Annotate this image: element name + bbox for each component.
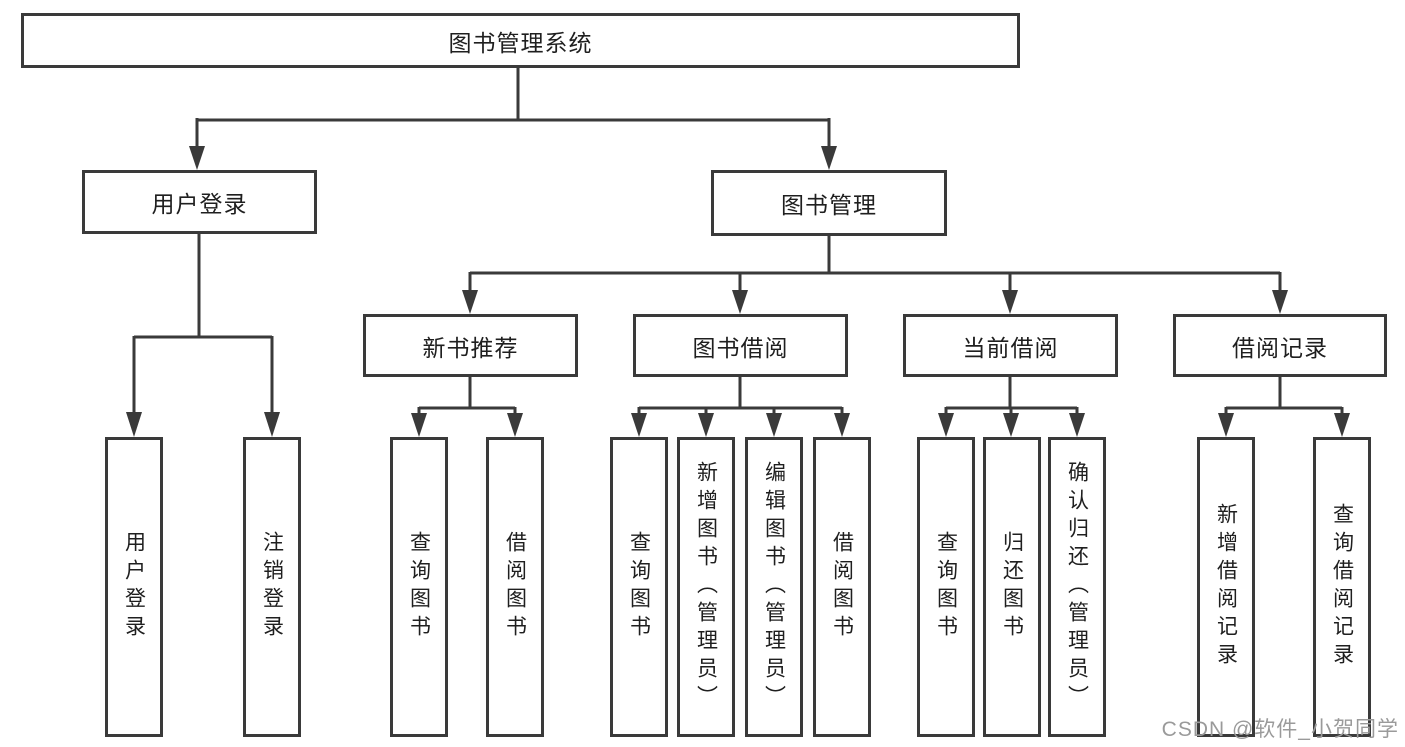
leaf-edit-books-admin: 编辑图书（管理员） — [745, 437, 803, 737]
arrowhead — [1002, 290, 1018, 314]
leaf-query-books: 查询图书 — [390, 437, 448, 737]
arrowhead — [507, 413, 523, 437]
leaf-query-books: 查询图书 — [610, 437, 668, 737]
arrowhead — [189, 146, 205, 170]
arrowhead — [126, 412, 142, 437]
arrowhead — [821, 146, 837, 170]
arrowhead — [1334, 413, 1350, 437]
leaf-query-borrow-record: 查询借阅记录 — [1313, 437, 1371, 737]
connector-borrowing-records-group — [1224, 377, 1344, 417]
node-borrowing-records: 借阅记录 — [1173, 314, 1387, 377]
arrowhead — [1069, 413, 1085, 437]
node-current-borrowing: 当前借阅 — [903, 314, 1118, 377]
arrowhead — [462, 290, 478, 314]
node-book-borrowing: 图书借阅 — [633, 314, 848, 377]
leaf-confirm-return-admin: 确认归还（管理员） — [1048, 437, 1106, 737]
arrowhead — [698, 413, 714, 437]
leaf-add-borrow-record: 新增借阅记录 — [1197, 437, 1255, 737]
connector-book-borrowing-group — [637, 377, 844, 417]
leaf-query-books: 查询图书 — [917, 437, 975, 737]
node-new-book-recommendation: 新书推荐 — [363, 314, 578, 377]
leaf-return-books: 归还图书 — [983, 437, 1041, 737]
node-user-login: 用户登录 — [82, 170, 317, 234]
leaf-user-login: 用户登录 — [105, 437, 163, 737]
arrowhead — [1218, 413, 1234, 437]
leaf-borrow-books: 借阅图书 — [486, 437, 544, 737]
arrowhead — [1003, 413, 1019, 437]
connector-new-book-group — [417, 377, 517, 417]
arrowhead — [938, 413, 954, 437]
node-root-system: 图书管理系统 — [21, 13, 1020, 68]
csdn-watermark: CSDN @软件_小贺同学 — [1161, 718, 1399, 741]
arrowhead — [834, 413, 850, 437]
arrowhead — [1272, 290, 1288, 314]
leaf-add-books-admin: 新增图书（管理员） — [677, 437, 735, 737]
arrowhead — [631, 413, 647, 437]
connector-current-borrowing-group — [944, 377, 1079, 417]
leaf-logout: 注销登录 — [243, 437, 301, 737]
arrowhead — [732, 290, 748, 314]
arrowhead — [766, 413, 782, 437]
connector-user-login-branch — [132, 234, 274, 418]
leaf-borrow-books: 借阅图书 — [813, 437, 871, 737]
connector-root-to-level2 — [195, 68, 831, 152]
arrowhead — [411, 413, 427, 437]
node-book-management: 图书管理 — [711, 170, 947, 236]
connector-book-management-branch — [468, 236, 1282, 294]
arrowhead — [264, 412, 280, 437]
